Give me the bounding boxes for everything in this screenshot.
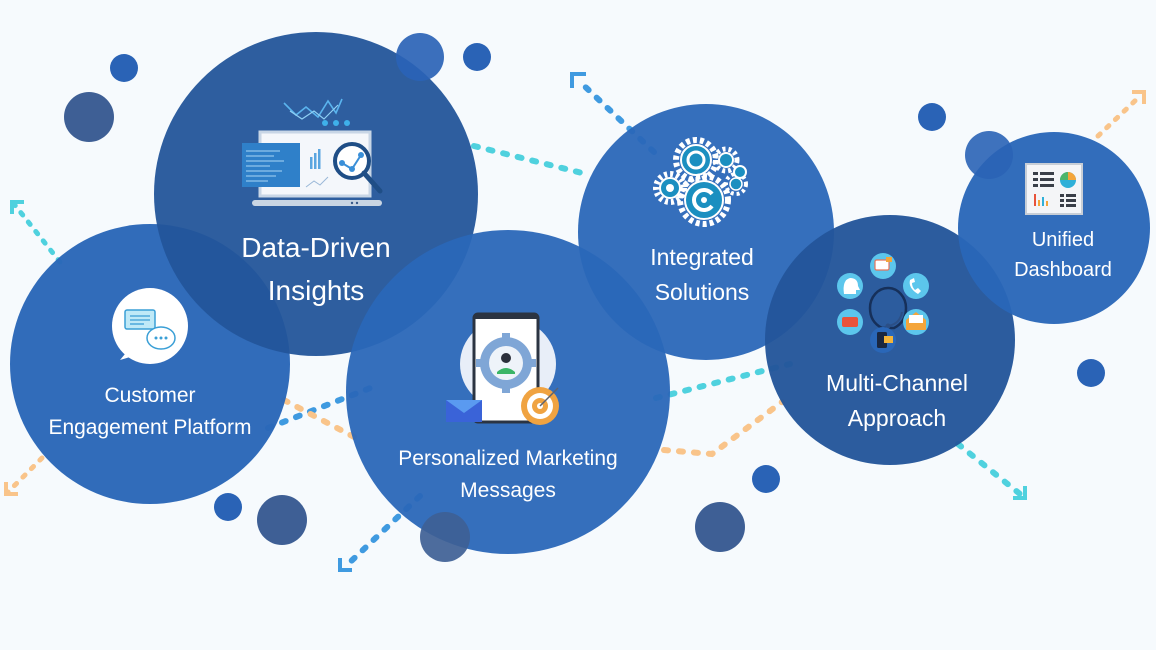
label-line: Customer [104,384,196,407]
phone-target-icon [446,312,559,425]
dot [420,512,470,562]
decorative-dots [64,33,1105,562]
dot [463,43,491,71]
node-label-customer-engagement-platform: Customer Engagement Platform [20,380,280,444]
connector-orange-engagement-marketing [281,397,359,441]
dot [110,54,138,82]
arrow-head-cyan-top-left [10,200,24,214]
connector-blue-engagement-marketing [265,382,381,431]
arrow-cyan-bottom-right [955,441,1023,497]
support-channels-icon [837,253,929,353]
arrow-head-blue-top-center [570,72,586,88]
circle-unified-dashboard [958,132,1150,324]
label-line: Data-Driven [241,232,391,263]
connector-cyan-insights-solutions [471,143,585,176]
laptop-analytics-icon [242,98,383,206]
label-line: Approach [847,405,947,431]
dot [918,103,946,131]
dashboard-icon [1025,163,1083,215]
dot [214,493,242,521]
node-label-unified-dashboard: Unified Dashboard [983,225,1143,285]
dot [396,33,444,81]
label-line: Engagement Platform [48,416,252,439]
dot [1077,359,1105,387]
arrow-head-cyan-bottom-right [1013,486,1027,500]
label-line: Personalized Marketing [398,447,618,470]
arrow-head-orange-bottom-left [4,482,18,496]
label-line: Insights [267,275,365,306]
chat-bubbles-icon [112,288,188,364]
arrow-cyan-top-left [11,201,63,265]
node-label-personalized-marketing-messages: Personalized Marketing Messages [368,443,648,507]
node-label-data-driven-insights: Data-Driven Insights [176,226,456,312]
dot [64,92,114,142]
arrow-orange-bottom-left [5,455,45,495]
arrow-orange-top-right [1095,95,1141,139]
label-line: Multi-Channel [826,370,968,396]
label-line: Unified [1031,229,1095,251]
dot [257,495,307,545]
arrow-head-blue-bottom [338,558,352,572]
arrow-head-orange-top-right [1132,90,1146,104]
label-line: Solutions [654,279,750,305]
label-line: Dashboard [1014,259,1112,281]
node-label-multi-channel-approach: Multi-Channel Approach [787,366,1007,436]
circle-integrated-solutions [578,104,834,360]
label-line: Integrated [650,244,754,270]
node-label-integrated-solutions: Integrated Solutions [592,240,812,310]
dot [695,502,745,552]
dot [752,465,780,493]
gears-icon [653,137,748,227]
label-line: Messages [460,479,556,502]
dot [965,131,1013,179]
connector-orange-marketing-multichannel [661,399,785,458]
